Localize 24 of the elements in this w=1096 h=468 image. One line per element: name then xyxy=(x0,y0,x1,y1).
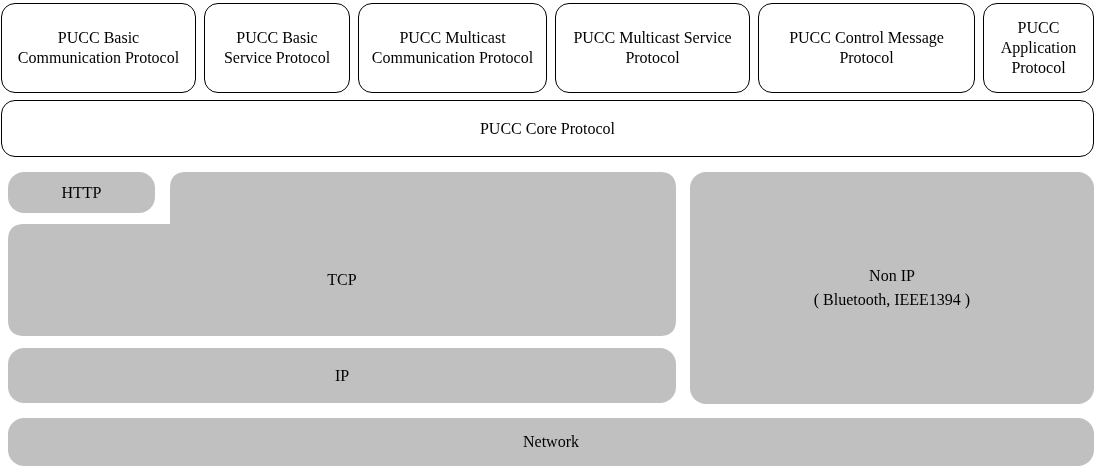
layer-label: PUCC Basic Communication Protocol xyxy=(16,28,181,68)
layer-box xyxy=(1,3,196,93)
layer-label: IP xyxy=(334,365,350,386)
layer-label: PUCC Core Protocol xyxy=(479,118,616,139)
layer-box xyxy=(8,172,155,213)
layer-label: Network xyxy=(523,432,579,452)
layer-box xyxy=(758,3,975,93)
layer-label: PUCC Basic Service Protocol xyxy=(222,28,332,68)
layer-box xyxy=(690,172,1094,404)
layer-label: Non IP xyxy=(869,266,915,286)
layer-label: PUCC Multicast Service Protocol xyxy=(572,28,733,68)
layer-note: ( Bluetooth, IEEE1394 ) xyxy=(813,290,971,310)
layer-box xyxy=(8,418,1094,466)
layer-box xyxy=(204,3,350,93)
layer-label: PUCC Control Message Protocol xyxy=(788,28,945,68)
layer-label: TCP xyxy=(327,270,357,290)
layer-label: PUCC Multicast Communication Protocol xyxy=(370,28,535,68)
layer-box xyxy=(983,3,1094,93)
layer-box xyxy=(555,3,750,93)
layer-box xyxy=(358,3,547,93)
layer-label: PUCC Application Protocol xyxy=(999,18,1078,78)
layer-box xyxy=(1,100,1094,157)
layer-label: HTTP xyxy=(61,182,102,203)
layer-box xyxy=(8,348,676,403)
